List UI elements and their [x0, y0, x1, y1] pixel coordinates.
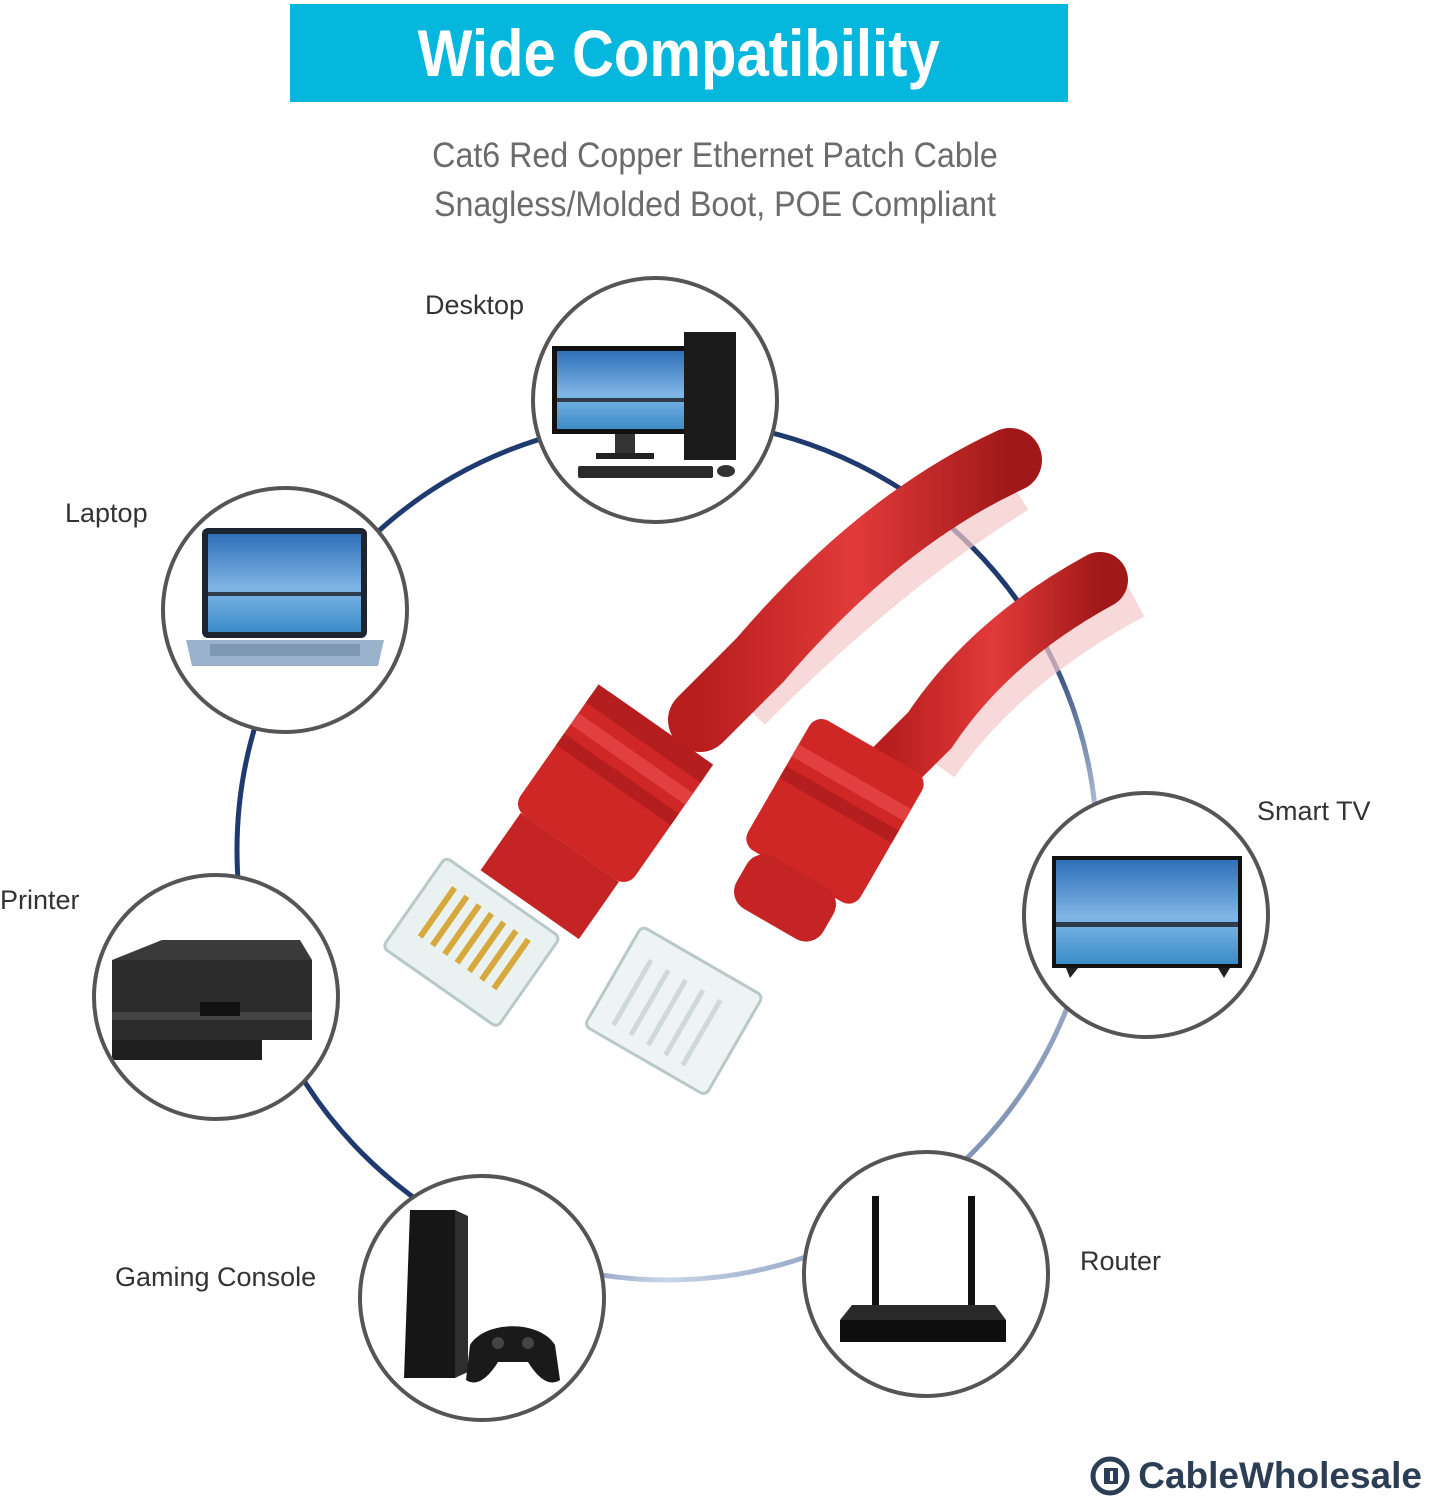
router-icon [840, 1196, 1006, 1342]
label-desktop: Desktop [425, 290, 525, 320]
laptop-device [161, 486, 409, 734]
label-printer: Printer [0, 885, 80, 915]
brand-logo: CableWholesale [1090, 1455, 1422, 1497]
label-router: Router [1080, 1246, 1162, 1276]
printer-device [92, 873, 340, 1121]
subtitle-line-2: Snagless/Molded Boot, POE Compliant [433, 185, 997, 224]
title-banner: Wide Compatibility [290, 4, 1068, 102]
printer-icon [112, 940, 312, 1060]
label-gaming-console: Gaming Console [115, 1262, 317, 1292]
gaming-console-device [358, 1174, 606, 1422]
desktop-icon [552, 332, 736, 478]
smart-tv-icon [1052, 856, 1242, 978]
page-title: Wide Compatibility [417, 16, 941, 90]
label-laptop: Laptop [65, 498, 148, 528]
router-device [802, 1150, 1050, 1398]
brand-logo-icon [1090, 1456, 1130, 1496]
subtitle-line-1: Cat6 Red Copper Ethernet Patch Cable [432, 136, 998, 175]
desktop-device [531, 276, 779, 524]
laptop-icon [186, 528, 384, 666]
brand-name: CableWholesale [1138, 1455, 1422, 1496]
gaming-console-icon [404, 1210, 560, 1383]
smart-tv-device [1022, 791, 1270, 1039]
label-smart-tv: Smart TV [1257, 796, 1371, 826]
ethernet-cable-illustration [383, 428, 1145, 1095]
